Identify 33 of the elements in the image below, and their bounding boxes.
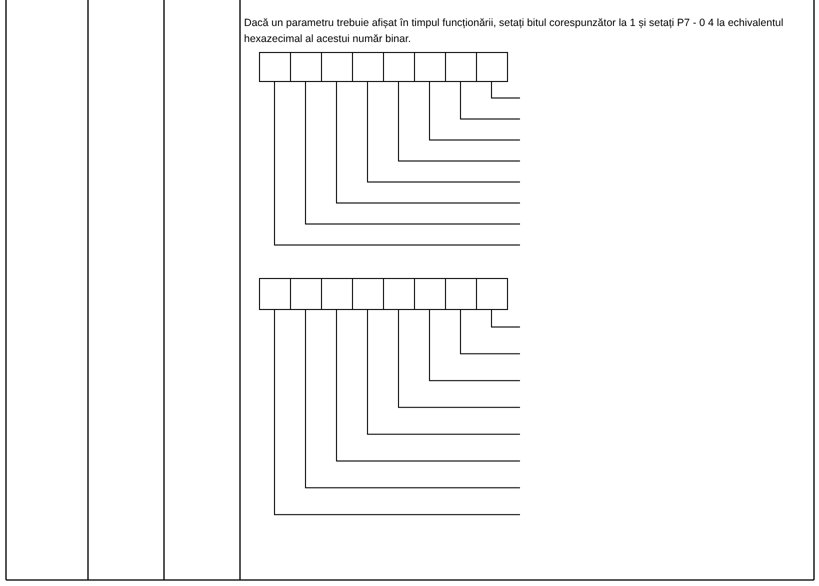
bit-box	[414, 278, 446, 310]
bit-box	[259, 52, 291, 82]
leader-line	[491, 82, 520, 98]
bit-box	[414, 52, 446, 82]
bit-box	[352, 52, 384, 82]
bit-box	[383, 278, 415, 310]
leader-line	[460, 82, 520, 120]
bit-box	[352, 278, 384, 310]
leader-line	[274, 82, 520, 246]
leader-line	[367, 82, 520, 182]
leader-line	[491, 310, 520, 328]
bit-box	[321, 278, 353, 310]
bit-box	[383, 52, 415, 82]
leader-line	[429, 310, 520, 382]
leader-line	[398, 310, 520, 408]
bit-box	[259, 278, 291, 310]
bit-box	[476, 52, 508, 82]
bit-box	[445, 278, 477, 310]
leader-line	[429, 82, 520, 140]
leader-line	[305, 310, 520, 488]
leader-line	[336, 310, 520, 462]
leader-line	[398, 82, 520, 162]
bit-box	[290, 52, 322, 82]
leader-line	[274, 310, 520, 516]
bit-box	[476, 278, 508, 310]
leader-line	[336, 82, 520, 204]
leader-line	[460, 310, 520, 354]
leader-line	[367, 310, 520, 435]
note-text: Dacă un parametru trebuie afișat în timpul funcționării, setați bitul corespunzător la 1 și setați P7 - 0 4 la echivalentul hexazecimal al acestui număr binar.	[244, 16, 784, 47]
leader-line	[305, 82, 520, 224]
bit-box	[321, 52, 353, 82]
bit-box	[290, 278, 322, 310]
bit-box	[445, 52, 477, 82]
